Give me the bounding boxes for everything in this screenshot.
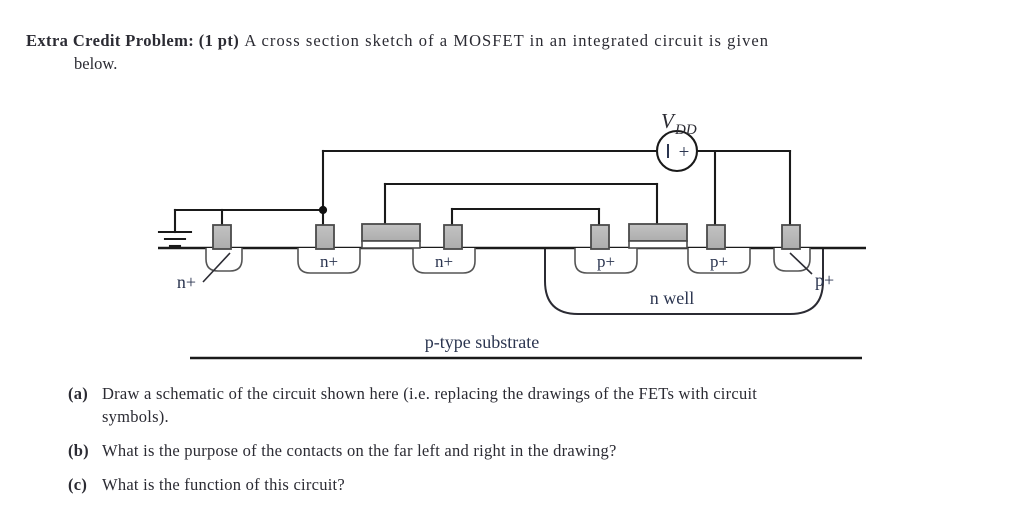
vdd-polarity-label: + xyxy=(679,142,690,163)
leader-lines xyxy=(202,252,813,283)
pmos-gate-oxide xyxy=(628,240,688,249)
vdd-rail-wire xyxy=(695,149,792,230)
question-c-label: (c) xyxy=(68,475,88,494)
diffusion-nwell-tap xyxy=(773,248,811,272)
n-well-label: n well xyxy=(650,288,695,308)
leader-left-tap xyxy=(202,252,231,283)
pmos-gate xyxy=(628,223,688,249)
input-gate-wire xyxy=(383,182,659,230)
nmos-gate-poly xyxy=(361,223,421,242)
contact-nmos-source xyxy=(315,224,335,250)
leader-right-tap xyxy=(789,252,813,275)
pmos-gate-poly xyxy=(628,223,688,242)
contact-nmos-drain xyxy=(443,224,463,250)
contact-nwell-tap xyxy=(781,224,801,250)
gate-stacks xyxy=(361,223,688,249)
label-pmos-source: p+ xyxy=(710,252,728,271)
label-nmos-drain: n+ xyxy=(435,252,453,271)
ground-symbol xyxy=(157,208,193,248)
question-c-text: What is the function of this circuit? xyxy=(102,475,345,494)
question-b-text: What is the purpose of the contacts on t… xyxy=(102,441,617,460)
diffusion-labels: n+ n+ p+ p+ xyxy=(320,252,728,271)
metal-contacts xyxy=(212,224,801,250)
problem-first-line: Extra Credit Problem: (1 pt) A cross sec… xyxy=(26,30,976,52)
ground-to-input-riser xyxy=(321,149,659,212)
vdd-source-symbol: + xyxy=(655,129,699,173)
vdd-label: V xyxy=(661,109,676,133)
nmos-gate xyxy=(361,223,421,249)
problem-second-line: below. xyxy=(74,54,118,73)
problem-lead-label: Extra Credit Problem: (1 pt) xyxy=(26,31,240,50)
contact-nmos-body-tap xyxy=(212,224,232,250)
vdd-text-label: V DD xyxy=(661,109,697,138)
output-drain-wire xyxy=(450,207,601,230)
problem-statement: Extra Credit Problem: (1 pt) A cross sec… xyxy=(26,30,976,75)
label-pmos-drain: p+ xyxy=(597,252,615,271)
diffusion-nmos-drain xyxy=(412,248,476,274)
question-a-text-cont: symbols). xyxy=(102,407,169,426)
question-b: (b) What is the purpose of the contacts … xyxy=(68,439,968,462)
contact-pmos-source xyxy=(706,224,726,250)
vdd-label-subscript: DD xyxy=(674,122,697,138)
mosfet-cross-section-figure: + V DD xyxy=(0,96,1024,376)
figure-wiring xyxy=(157,149,792,248)
diffusion-pmos-source xyxy=(687,248,751,274)
question-a: (a) Draw a schematic of the circuit show… xyxy=(68,382,968,428)
question-a-text: Draw a schematic of the circuit shown he… xyxy=(102,384,758,403)
diffusion-nmos-source xyxy=(297,248,361,274)
junction-dot xyxy=(318,205,328,215)
problem-statement-text: A cross section sketch of a MOSFET in an… xyxy=(244,31,770,50)
label-nwell-tap: p+ xyxy=(815,270,834,290)
sub-questions-list: (a) Draw a schematic of the circuit show… xyxy=(68,382,968,507)
question-c: (c) What is the function of this circuit… xyxy=(68,473,968,496)
label-nmos-body-tap: n+ xyxy=(177,272,196,292)
ground-rail-wire xyxy=(173,208,325,230)
diffusion-regions xyxy=(205,248,811,274)
diffusion-pmos-drain xyxy=(574,248,638,274)
contact-pmos-drain xyxy=(590,224,610,250)
nmos-gate-oxide xyxy=(361,240,421,249)
question-a-label: (a) xyxy=(68,384,88,403)
substrate-label: p-type substrate xyxy=(425,332,539,352)
question-b-label: (b) xyxy=(68,441,89,460)
label-nmos-source: n+ xyxy=(320,252,338,271)
